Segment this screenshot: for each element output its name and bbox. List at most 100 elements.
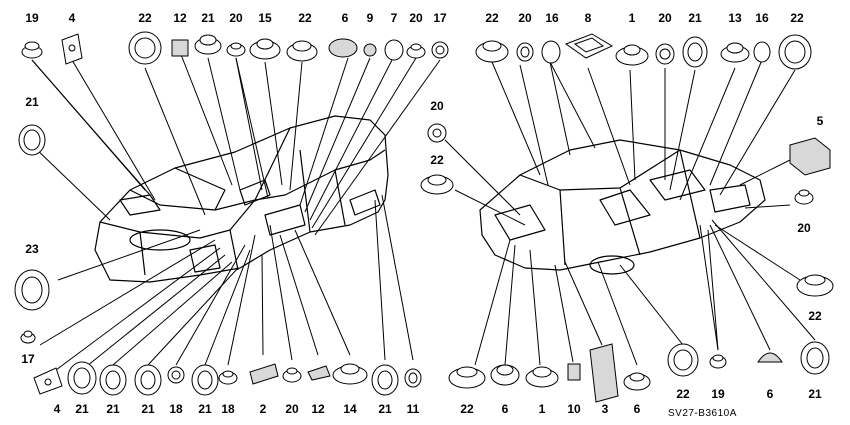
label-22-rs: 22 [430,153,444,167]
label-22-br2: 22 [676,387,690,401]
label-18-a: 18 [169,402,183,416]
grommet-icon-20-a [226,42,246,57]
grommet-icon-20-c [282,367,302,383]
grommet-icon-19-br [709,354,727,369]
grommet-icon-21-left [18,124,46,156]
sheet-icon-3 [589,343,619,403]
grommet-icon-22-r1 [475,40,509,63]
label-22-r1: 22 [485,11,499,25]
label-11: 11 [407,402,420,416]
label-19-br: 19 [711,387,725,401]
label-21-b1: 21 [75,402,89,416]
grommet-icon-22-rs2 [796,274,834,297]
label-6-br2: 6 [634,402,641,416]
label-8: 8 [585,11,592,25]
grommet-icon-20-r1 [516,42,534,62]
label-12-b: 12 [311,402,325,416]
grommet-icon-20-r2 [655,43,675,65]
label-6-a: 6 [342,11,349,25]
label-20-r2: 20 [658,11,672,25]
label-20-rs: 20 [430,99,444,113]
label-1-r: 1 [629,11,636,25]
label-17-b: 17 [21,352,35,366]
plug-icon-6-br1 [490,364,520,386]
label-4-a: 4 [69,11,76,25]
label-20-b: 20 [409,11,423,25]
grommet-icon-22-br [448,366,486,389]
grommet-icon-1-r [615,44,649,66]
grommet-icon-22-a [128,31,162,65]
grommet-icon-22-rs [420,174,454,195]
label-16-b: 16 [755,11,769,25]
grommet-icon-18-b [218,370,238,385]
label-23: 23 [25,242,39,256]
label-21-b3: 21 [141,402,155,416]
grommet-icon-20-rs [427,123,447,143]
grommet-icon-19 [21,41,43,59]
grommet-icon-1-br [525,366,559,388]
grommet-icon-20-rs2 [794,189,814,205]
label-7: 7 [391,11,398,25]
cover-icon-8 [564,33,614,59]
label-14: 14 [343,402,357,416]
grommet-icon-22-br2 [667,343,699,377]
pad-icon-12-a [171,39,189,57]
label-17-a: 17 [433,11,447,25]
label-16-a: 16 [545,11,559,25]
grommet-icon-21-b1 [67,361,97,395]
grommet-icon-13 [720,42,750,63]
plug-icon-9 [363,43,377,57]
block-icon-5 [789,137,831,176]
grommet-icon-6-br2 [623,372,651,391]
label-22-b: 22 [298,11,312,25]
grommet-icon-17-b [20,330,36,344]
plug-icon-16-a [541,40,561,64]
grommet-icon-21-b2 [99,364,127,396]
plug-icon-6-br3 [757,352,783,363]
label-22-a: 22 [138,11,152,25]
label-10: 10 [567,402,581,416]
pad-icon-10 [567,363,581,381]
label-21-r: 21 [688,11,702,25]
label-21-b4: 21 [198,402,212,416]
label-21-b5: 21 [378,402,392,416]
grommet-icon-21-b4 [191,364,219,396]
label-21-br: 21 [808,387,822,401]
right-car-body [479,139,766,275]
label-21-a: 21 [201,11,215,25]
grommet-icon-14 [332,363,368,385]
grommet-icon-20-b [406,43,426,59]
callout-numbers: 19 4 22 12 21 20 15 22 6 9 7 20 17 22 20… [21,11,823,419]
label-22-r2: 22 [790,11,804,25]
grommet-icon-23 [14,269,50,311]
grommet-icon-17 [431,41,449,59]
pad-icon-12-b [307,365,331,381]
grommet-icon-11 [404,368,422,388]
label-20-rs2: 20 [797,221,811,235]
label-15: 15 [258,11,272,25]
pad-icon-2 [249,363,279,385]
label-20-c: 20 [285,402,299,416]
bracket-icon-4-b [33,367,63,395]
label-21-left: 21 [25,95,39,109]
leader-lines [31,51,816,371]
diagram-code: SV27-B3610A [668,408,737,419]
grommet-icon-18-a [167,366,185,384]
label-6-br1: 6 [502,402,509,416]
grommet-icon-21-br [800,341,830,375]
grommet-icon-21-b5 [371,364,399,396]
label-5: 5 [817,114,824,128]
label-2: 2 [260,402,267,416]
label-9: 9 [367,11,374,25]
grommet-icon-21-r [682,36,708,68]
label-1-br: 1 [539,402,546,416]
grommet-icon-21-b3 [134,364,162,396]
grommet-icon-22-r2 [778,34,812,70]
label-12-a: 12 [173,11,187,25]
grommet-icon-15 [249,38,281,60]
label-20-r1: 20 [518,11,532,25]
label-13: 13 [728,11,742,25]
label-6-br3: 6 [767,387,774,401]
